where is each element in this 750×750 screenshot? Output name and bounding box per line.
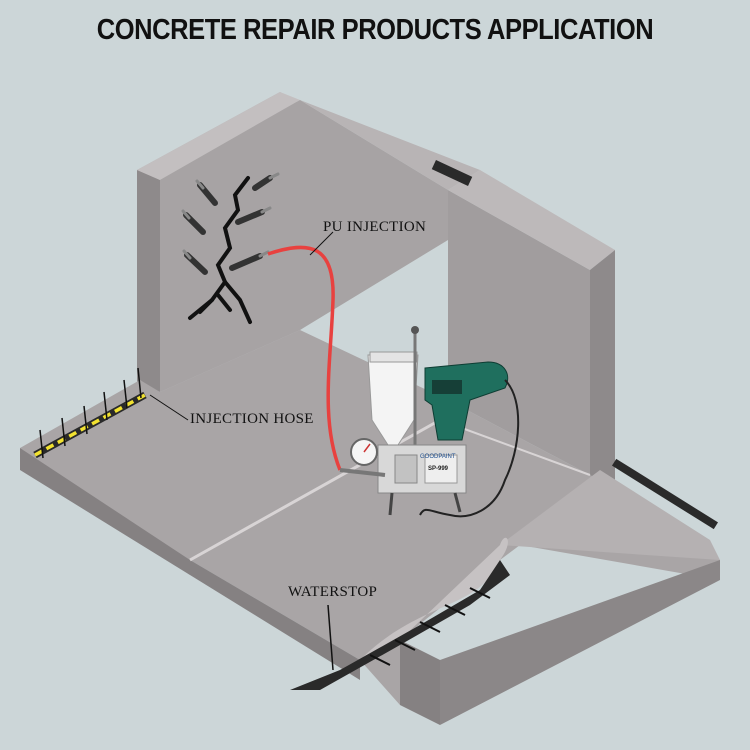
floor-slab [20,330,720,725]
pu-injection-label: PU INJECTION [323,219,427,235]
wall-crack [188,176,252,324]
waterstop-label: WATERSTOP [288,584,378,600]
page-title: CONCRETE REPAIR PRODUCTS APPLICATION [96,14,654,46]
wall-slot [431,160,473,186]
floor-slot [611,458,719,530]
waterstop-channel [290,537,510,690]
injection-pump-machine [339,326,520,518]
injection-packers [181,172,280,275]
injection-hose-label: INJECTION HOSE [190,411,314,427]
pu-hose [267,245,342,471]
pu-injection-leader [309,231,334,256]
injection-hose-line [33,367,189,459]
